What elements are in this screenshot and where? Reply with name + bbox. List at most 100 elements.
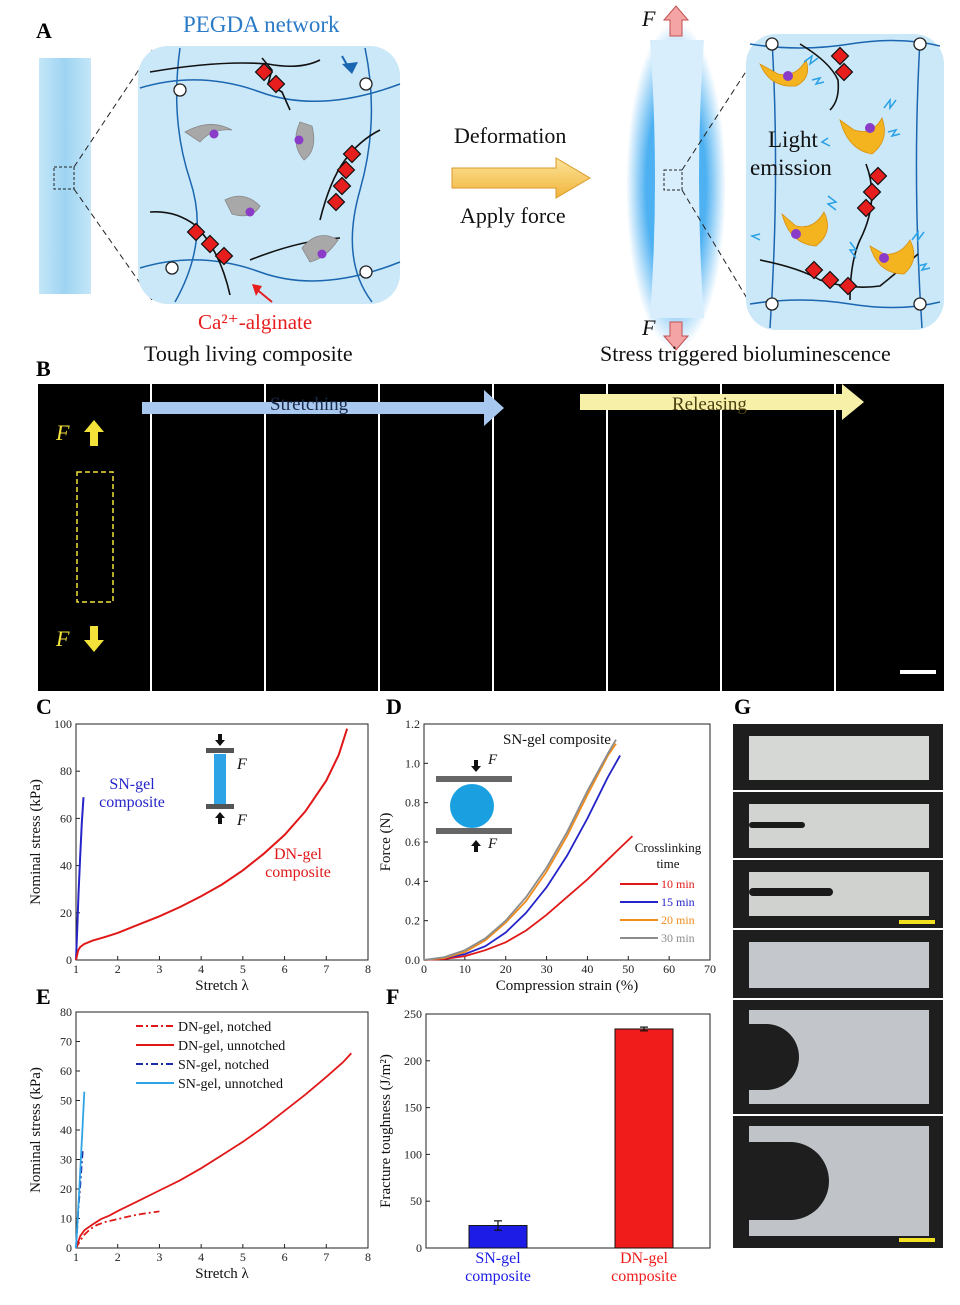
y-tick-label: 200 (404, 1054, 422, 1068)
series-line-10-min (423, 835, 634, 961)
y-tick-label: 0.8 (405, 796, 420, 810)
g-photo-3 (733, 860, 943, 928)
force-symbol-c-top: F (237, 756, 247, 773)
deformation-label: Deformation (454, 123, 567, 148)
arrow-up-icon (471, 840, 481, 852)
force-label-down: F (56, 626, 70, 651)
y-tick-label: 20 (60, 1182, 72, 1196)
y-tick-label: 10 (60, 1212, 72, 1226)
panel-a-schematic (39, 5, 944, 351)
y-tick-label: 80 (60, 764, 72, 778)
y-axis-label: Fracture toughness (J/m²) (378, 1054, 394, 1208)
frame-3 (378, 384, 494, 691)
x-tick-label: 3 (156, 1250, 162, 1264)
y-tick-label: 0 (66, 953, 72, 967)
zoom-box (53, 166, 75, 190)
x-tick-label: 5 (240, 962, 246, 976)
y-tick-label: 50 (410, 1194, 422, 1208)
x-tick-label: 1 (73, 1250, 79, 1264)
force-symbol-d-top: F (488, 752, 498, 768)
force-symbol-bottom: F (642, 315, 656, 340)
g-photo-2 (733, 792, 943, 858)
x-tick-label: 1 (73, 962, 79, 976)
legend-label: 20 min (661, 913, 695, 927)
x-tick-label: 2 (115, 1250, 121, 1264)
y-axis-label: Nominal stress (kPa) (28, 779, 44, 905)
panel-label-b: B (36, 356, 51, 381)
plate-top (436, 776, 512, 782)
bar-2 (614, 1028, 674, 1249)
legend-label: 15 min (661, 895, 695, 909)
emission-label: emission (750, 155, 832, 180)
frame-1 (150, 384, 266, 691)
y-tick-label: 0.0 (405, 953, 420, 967)
y-tick-label: 20 (60, 906, 72, 920)
x-tick-label: 6 (282, 1250, 288, 1264)
legend-label: DN-gel, notched (178, 1020, 271, 1035)
y-tick-label: 150 (404, 1101, 422, 1115)
sphere-icon (450, 784, 494, 828)
apply-force-label: Apply force (460, 203, 566, 228)
x-axis-label: Compression strain (%) (496, 978, 638, 994)
plot-frame (75, 723, 369, 961)
x-tick-label: 4 (198, 1250, 204, 1264)
releasing-label: Releasing (672, 394, 747, 415)
x-tick-label: 60 (663, 962, 675, 976)
x-tick-label: 2 (115, 962, 121, 976)
y-tick-label: 0.4 (405, 874, 420, 888)
series-line-dn-gel-unnotched (75, 1052, 352, 1249)
x-tick-label: 30 (541, 962, 553, 976)
series-line-dn-gel-composite (75, 728, 349, 961)
g-photo-1 (733, 724, 943, 790)
y-tick-label: 70 (60, 1035, 72, 1049)
h-photo-3 (733, 1116, 943, 1248)
clamp-top (206, 748, 234, 753)
series-line-dn-gel-notched (75, 1210, 160, 1249)
y-tick-label: 0 (416, 1241, 422, 1255)
y-tick-label: 1.0 (405, 756, 420, 770)
frame-6 (720, 384, 836, 691)
x-tick-label: 7 (323, 962, 329, 976)
right-caption: Stress triggered bioluminescence (600, 341, 891, 366)
x-tick-label: 50 (622, 962, 634, 976)
x-tick-label: 20 (500, 962, 512, 976)
series-line-sn-gel-composite (75, 797, 85, 961)
plate-bottom (436, 828, 512, 834)
y-tick-label: 250 (404, 1007, 422, 1021)
force-symbol-c-bottom: F (237, 812, 247, 829)
frame-2 (264, 384, 380, 691)
left-caption: Tough living composite (144, 341, 353, 366)
x-tick-label: 6 (282, 962, 288, 976)
x-axis-label: Stretch λ (195, 978, 249, 994)
series-line-20-min (423, 743, 617, 961)
y-tick-label: 0 (66, 1241, 72, 1255)
panel-b-image-strip: Stretching Releasing F F (38, 384, 944, 691)
y-tick-label: 60 (60, 1064, 72, 1078)
h-photo-1 (733, 930, 943, 998)
y-tick-label: 60 (60, 811, 72, 825)
arrow-up-icon (215, 734, 225, 746)
frame-7 (834, 384, 944, 691)
series-line-30-min (423, 739, 617, 961)
ca-alginate-label: Ca²⁺-alginate (198, 310, 313, 334)
panel-label-d: D (386, 694, 402, 719)
y-tick-label: 0.6 (405, 835, 420, 849)
y-tick-label: 100 (54, 717, 72, 731)
x-tick-label: 4 (198, 962, 204, 976)
x-tick-label: 8 (365, 1250, 371, 1264)
x-axis-label: Stretch λ (195, 1266, 249, 1282)
series-line-15-min (423, 755, 621, 961)
legend-label: SN-gel, unnotched (178, 1077, 283, 1092)
y-tick-label: 80 (60, 1005, 72, 1019)
pegda-label: PEGDA network (183, 12, 340, 37)
gel-strip (39, 58, 91, 294)
plot-frame (425, 1013, 711, 1249)
force-symbol-d-bottom: F (488, 836, 498, 852)
